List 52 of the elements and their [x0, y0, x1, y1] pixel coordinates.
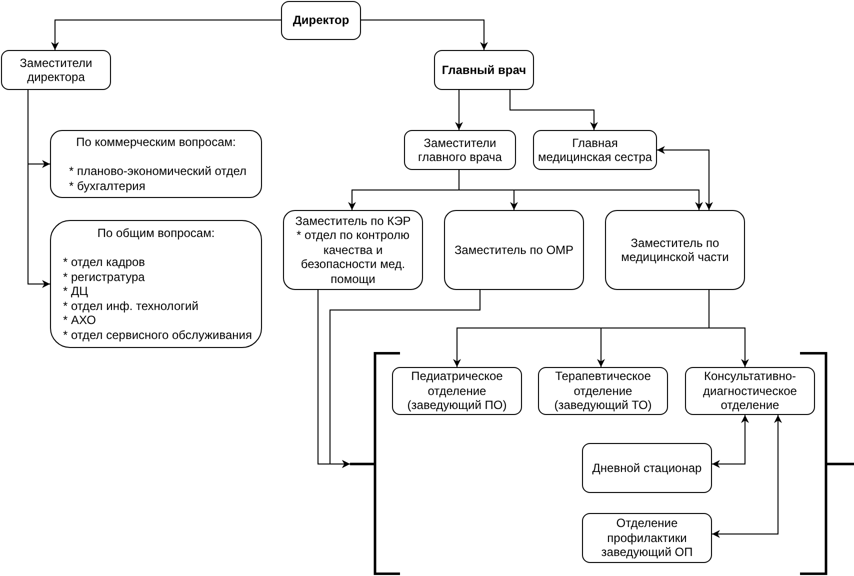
list-item: * отдел инф. технологий	[62, 298, 198, 313]
box-label: Терапевтическое отделение (заведующий ТО)	[553, 369, 653, 413]
org-box	[392, 367, 522, 415]
list-item: * планово-экономический отдел	[68, 164, 247, 178]
connector-arrow	[455, 90, 463, 130]
org-box	[685, 367, 815, 415]
org-box	[50, 130, 262, 198]
connector-arrow	[51, 20, 282, 50]
box-label: Педиатрическое отделение (заведующий ПО)	[406, 369, 508, 413]
list-item: * ДЦ	[62, 284, 88, 298]
box-label: Отделение профилактики заведующий ОП	[600, 516, 694, 560]
org-box	[582, 513, 712, 563]
box-label: Заместители директора	[18, 56, 94, 84]
list-heading: По общим вопросам:	[97, 226, 215, 240]
org-box	[533, 130, 657, 170]
connector-arrow	[28, 90, 50, 288]
box-label: Консультативно-диагностическое отделение	[702, 369, 798, 413]
box-label: Дневной стационар	[592, 460, 702, 476]
org-box	[538, 367, 668, 415]
org-box	[605, 210, 745, 290]
box-label: Заместитель по медицинской части	[620, 236, 730, 264]
org-box	[582, 443, 712, 493]
org-box	[404, 130, 516, 170]
org-box	[434, 50, 534, 90]
connector-arrow	[510, 90, 598, 130]
list-item: * бухгалтерия	[68, 178, 146, 193]
square-bracket	[800, 352, 854, 575]
box-label: Заместители главного врача	[417, 136, 503, 164]
list-item: * отдел кадров	[62, 255, 146, 270]
org-box	[444, 210, 584, 290]
org-box	[50, 220, 262, 348]
connector-arrow	[458, 170, 703, 210]
org-box	[1, 50, 111, 90]
box-label: Главный врач	[442, 62, 526, 78]
connector-arrow	[656, 146, 713, 210]
square-bracket	[350, 352, 400, 575]
list-item: * отдел сервисного обслуживания	[62, 328, 252, 342]
connector-arrow	[708, 290, 749, 368]
box-label: Заместитель по КЭР	[295, 214, 411, 228]
org-box	[283, 210, 423, 290]
list-item: * АХО	[62, 313, 96, 328]
list-item: * регистратура	[62, 270, 145, 284]
connector-arrow	[330, 290, 480, 468]
connector-arrow	[360, 20, 488, 50]
list-heading: По коммерческим вопросам:	[76, 135, 236, 150]
connector-arrow	[712, 414, 782, 538]
box-label: Главная медицинская сестра	[536, 136, 654, 164]
org-box	[281, 1, 361, 40]
box-label: Директор	[292, 13, 350, 28]
box-label: Заместитель по ОМР	[454, 242, 574, 258]
box-label: * отдел по контролю качества и безопасности мед. помощи	[296, 228, 410, 286]
connector-arrow	[712, 414, 749, 468]
